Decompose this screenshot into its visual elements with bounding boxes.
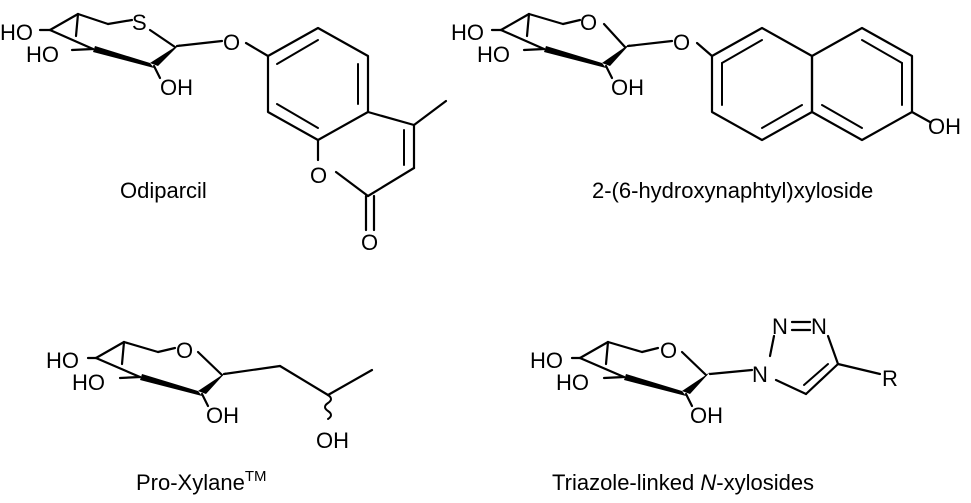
atom-carbonyl-oxygen: O: [361, 230, 378, 255]
label-triazole-xylosides: Triazole-linked N-xylosides: [552, 470, 814, 495]
wavy-stereo-bond: [324, 394, 332, 420]
atom-lactone-oxygen: O: [310, 163, 327, 188]
atom-hydroxyl-odiparcil-c3: HO: [26, 42, 59, 67]
atom-hydroxyl-odiparcil-c2: OH: [160, 75, 193, 100]
atom-hydroxyl-naphthyl-xyloside-c3: HO: [477, 42, 510, 67]
atom-hydroxyl-pro-xylane-c4: HO: [46, 348, 79, 373]
atom-triazole-n3: N: [811, 314, 827, 339]
atom-hydroxyl-triazole-xyloside-c2: OH: [690, 403, 723, 428]
atom-hydroxyl-pro-xylane-c2: OH: [206, 403, 239, 428]
atom-hydroxyl-odiparcil-c4: HO: [0, 20, 33, 45]
atom-triazole-n2: N: [772, 314, 788, 339]
atom-ring-oxygen-pro-xylane: O: [176, 338, 193, 363]
atom-glycosidic-oxygen-odiparcil: O: [223, 30, 240, 55]
label-hydroxynaphthyl-xyloside: 2-(6-hydroxynaphtyl)xyloside: [592, 178, 873, 203]
atom-hydroxyl-naphthyl-xyloside-c4: HO: [451, 20, 484, 45]
label-pro-xylane: Pro-XylaneTM: [136, 468, 267, 495]
atom-naphthol-hydroxyl: OH: [928, 114, 961, 139]
atom-hydroxyl-triazole-xyloside-c3: HO: [556, 370, 589, 395]
atom-ring-oxygen-naphthyl-xyloside: O: [580, 10, 597, 35]
atom-hydroxyl-pro-xylane-c3: HO: [72, 370, 105, 395]
atom-side-chain-hydroxyl: OH: [316, 428, 349, 453]
label-odiparcil: Odiparcil: [120, 178, 207, 203]
atom-triazole-n1: N: [752, 362, 768, 387]
structure-triazole-xyloside: HO HO OH O N N N R Triazole-linked N-xyl…: [530, 314, 898, 495]
atom-hydroxyl-triazole-xyloside-c4: HO: [530, 348, 563, 373]
atom-hydroxyl-naphthyl-xyloside-c2: OH: [611, 75, 644, 100]
structure-hydroxynaphthyl-xyloside: HO HO OH O O OH 2-(6-hydroxynaphtyl)xylo…: [451, 10, 961, 203]
structure-odiparcil: HO HO OH S O O O Odiparcil: [0, 10, 448, 255]
atom-ring-sulfur: S: [132, 10, 147, 35]
atom-r-group: R: [882, 366, 898, 391]
structure-pro-xylane: HO HO OH O OH Pro-XylaneTM: [46, 338, 374, 495]
atom-ring-oxygen-triazole-xyloside: O: [660, 338, 677, 363]
atom-glycosidic-oxygen-naphthyl: O: [673, 30, 690, 55]
